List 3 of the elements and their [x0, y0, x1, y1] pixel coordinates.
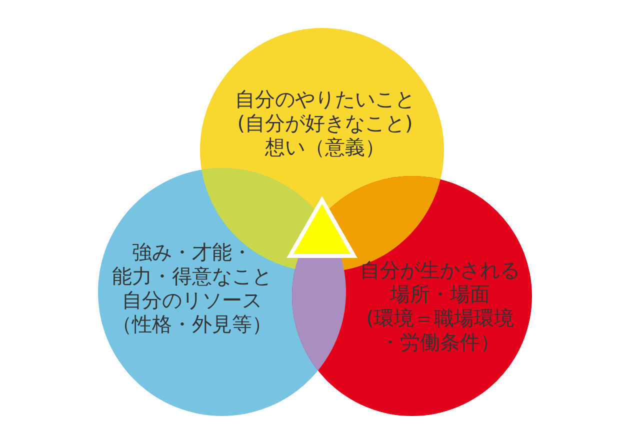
circle-label: 強み・才能・能力・得意なこと自分のリソース（性格・外見等）: [112, 240, 272, 336]
circle-label: 自分が生かされる場所・場面(環境＝職場環境・労働条件）: [360, 258, 520, 354]
circle-label: 自分のやりたいこと(自分が好きなこと)想い（意義）: [235, 87, 415, 159]
